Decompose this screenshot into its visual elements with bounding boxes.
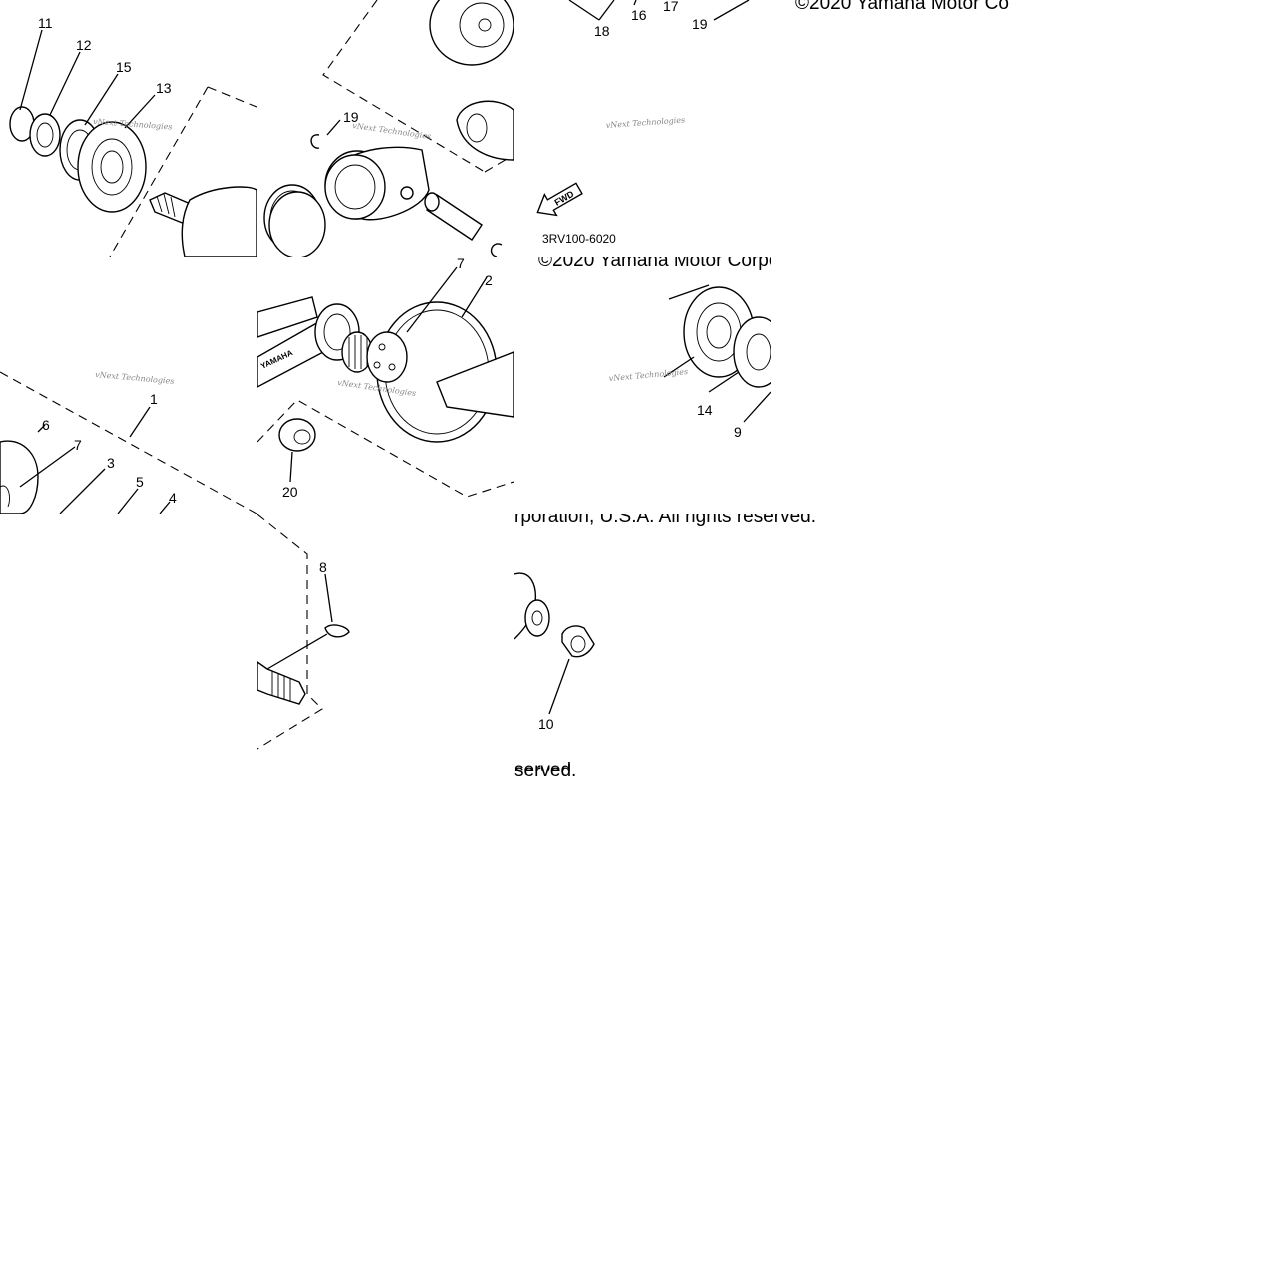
callout-3: 3 xyxy=(107,455,115,471)
tile-middle-left: 1 6 7 3 5 4 vNext Technologies xyxy=(0,257,257,514)
callout-15: 15 xyxy=(116,59,132,75)
callout-19: 19 xyxy=(692,16,708,32)
callout-1: 1 xyxy=(150,391,158,407)
crank-wheel-edge-icon xyxy=(0,440,39,514)
copyright-notice: ©2020 Yamaha Motor Corporation, U.S.A. A… xyxy=(538,257,771,271)
copyright-notice: served. xyxy=(514,762,576,771)
nut-icon xyxy=(561,625,595,658)
callout-8: 8 xyxy=(319,559,327,575)
crank-wheel-icon xyxy=(366,301,514,443)
washer-icon xyxy=(514,572,550,640)
woodruff-key-icon xyxy=(324,624,350,638)
bearing-group-icon xyxy=(9,106,147,213)
watermark: vNext Technologies xyxy=(95,370,175,386)
callout-7b: 7 xyxy=(457,257,465,271)
watermark: vNext Technologies xyxy=(352,121,432,141)
tile-bottom-right: rporation, U.S.A. All rights reserved. 1… xyxy=(514,514,1028,771)
connecting-rod-end-icon xyxy=(456,100,514,161)
connecting-rod-icon: YAMAHA xyxy=(257,296,360,388)
watermark: vNext Technologies xyxy=(608,367,688,383)
tile-middle-right: ©2020 Yamaha Motor Corporation, U.S.A. A… xyxy=(514,257,771,514)
tile-bottom-center: 8 xyxy=(257,514,514,771)
piston-rings-icon xyxy=(263,184,326,257)
copyright-fragment: served. xyxy=(514,760,576,780)
callout-11: 11 xyxy=(38,15,53,31)
callout-12: 12 xyxy=(76,37,92,53)
callout-18: 18 xyxy=(594,23,610,39)
piston-icon xyxy=(324,146,430,221)
callout-20: 20 xyxy=(282,484,298,500)
small-bearing-icon xyxy=(278,418,316,452)
callout-16: 16 xyxy=(631,7,647,23)
crank-shaft-end-icon xyxy=(149,186,257,257)
callout-7: 7 xyxy=(74,437,82,453)
diagram-code: 3RV100-6020 xyxy=(542,232,616,246)
callout-13: 13 xyxy=(156,80,172,96)
copyright-notice: rporation, U.S.A. All rights reserved. xyxy=(514,514,816,527)
callout-5: 5 xyxy=(136,474,144,490)
tile-top-right: 16 17 18 19 ©2020 Yamaha Motor Co vNext … xyxy=(514,0,1028,257)
callout-9: 9 xyxy=(734,424,742,440)
tile-top-left: 11 12 15 13 vNext Technologies xyxy=(0,0,257,257)
fwd-arrow-icon: FWD xyxy=(536,182,583,217)
tile-center: YAMAHA xyxy=(257,257,514,514)
callout-10: 10 xyxy=(538,716,554,732)
watermark: vNext Technologies xyxy=(606,115,686,130)
copyright-notice: served. xyxy=(514,760,576,780)
piston-pin-icon xyxy=(424,192,483,241)
callout-19: 19 xyxy=(343,109,359,125)
circlip-icon xyxy=(310,134,503,257)
crankshaft-top-icon xyxy=(429,0,514,66)
copyright-notice: ©2020 Yamaha Motor Co xyxy=(795,0,1009,14)
callout-14: 14 xyxy=(697,402,713,418)
callout-6: 6 xyxy=(42,417,50,433)
tile-top-middle: 19 vNext Technologies xyxy=(257,0,514,257)
callout-2: 2 xyxy=(485,272,493,288)
callout-4: 4 xyxy=(169,490,177,506)
callout-17: 17 xyxy=(663,0,679,14)
threaded-shaft-icon xyxy=(257,661,306,705)
bearing-icon xyxy=(683,286,771,388)
